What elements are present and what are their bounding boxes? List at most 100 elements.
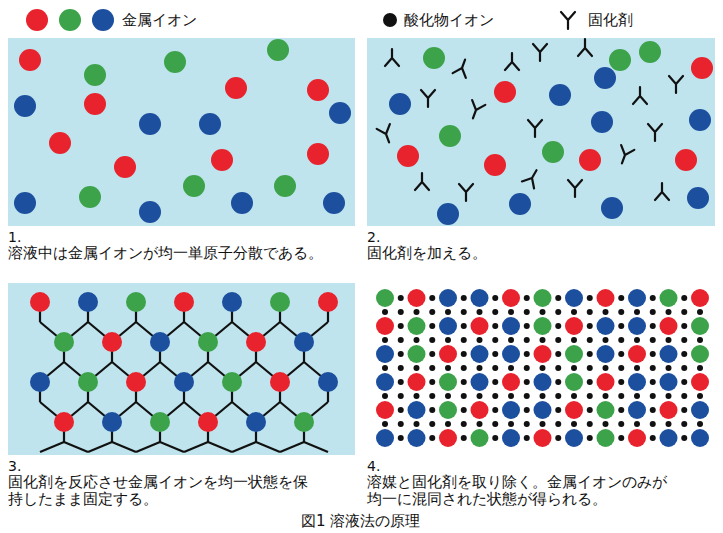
legend-sample xyxy=(26,9,48,31)
oxide-dot xyxy=(681,435,687,441)
oxide-dot xyxy=(477,365,483,371)
ion-dot xyxy=(565,317,583,335)
bond-line xyxy=(160,442,184,452)
solidifier-symbol xyxy=(533,44,547,61)
figure-caption: 図1 溶液法の原理 xyxy=(301,512,420,530)
stage-panel: 2.固化剤を加える。 xyxy=(367,38,715,262)
solidifier-symbol xyxy=(615,145,634,166)
oxide-dot xyxy=(382,421,388,427)
ion-dot xyxy=(542,141,564,163)
oxide-dot xyxy=(571,393,577,399)
oxide-dot xyxy=(634,393,640,399)
ion-dot xyxy=(628,345,646,363)
oxide-dot xyxy=(461,323,467,329)
ion-dot xyxy=(376,345,394,363)
oxide-dot xyxy=(650,323,656,329)
oxide-dot xyxy=(524,337,530,343)
oxide-dot xyxy=(429,379,435,385)
solidifier-symbol xyxy=(633,87,647,104)
ion-dot xyxy=(408,429,426,447)
bond-line xyxy=(112,442,136,452)
oxide-dot xyxy=(650,309,656,315)
ion-dot xyxy=(14,192,36,214)
ion-dot xyxy=(408,317,426,335)
ion-dot xyxy=(199,113,221,135)
ion-dot xyxy=(439,373,457,391)
ion-dot xyxy=(408,345,426,363)
oxide-dot xyxy=(540,337,546,343)
oxide-dot xyxy=(492,337,498,343)
bond-line xyxy=(304,442,328,452)
ion-dot xyxy=(628,401,646,419)
ion-dot xyxy=(198,332,218,352)
legend-label: 金属イオン xyxy=(122,11,197,29)
oxide-dot xyxy=(540,309,546,315)
ion-dot xyxy=(126,372,146,392)
oxide-dot xyxy=(681,337,687,343)
ion-dot xyxy=(534,373,552,391)
oxide-dot xyxy=(445,365,451,371)
oxide-dot xyxy=(524,295,530,301)
solidifier-symbol xyxy=(522,167,543,189)
step-caption: 溶液中は金属イオンが均一単原子分散である。 xyxy=(8,245,355,262)
oxide-dot xyxy=(461,365,467,371)
ion-dot xyxy=(471,373,489,391)
solidifier-symbol xyxy=(669,76,683,93)
panel-spacer xyxy=(367,283,715,458)
oxide-dot xyxy=(650,337,656,343)
oxide-dot xyxy=(477,337,483,343)
oxide-dot xyxy=(382,393,388,399)
oxide-dot xyxy=(618,421,624,427)
legend-label: 固化剤 xyxy=(588,11,633,29)
ion-dot xyxy=(78,372,98,392)
oxide-dot xyxy=(555,421,561,427)
solidifier-symbol xyxy=(466,100,485,121)
oxide-dot xyxy=(398,337,404,343)
legend-label: 酸化物イオン xyxy=(404,11,494,29)
oxide-dot xyxy=(650,407,656,413)
bond-line xyxy=(208,442,232,452)
ion-dot xyxy=(660,317,678,335)
panel-spacer xyxy=(8,38,355,229)
ion-dot xyxy=(471,289,489,307)
oxide-dot xyxy=(398,295,404,301)
ion-dot xyxy=(591,111,613,133)
oxide-dot xyxy=(618,365,624,371)
ion-dot xyxy=(439,429,457,447)
oxide-dot xyxy=(681,309,687,315)
ion-dot xyxy=(534,345,552,363)
oxide-dot xyxy=(429,407,435,413)
ion-dot xyxy=(139,201,161,223)
ion-dot xyxy=(502,345,520,363)
ion-dot xyxy=(579,149,601,171)
ion-dot xyxy=(439,125,461,147)
ion-dot xyxy=(198,412,218,432)
ion-dot xyxy=(471,317,489,335)
solidifier-symbol xyxy=(421,90,435,107)
oxide-dot xyxy=(681,379,687,385)
oxide-dot xyxy=(398,365,404,371)
oxide-dot xyxy=(634,337,640,343)
ion-dot xyxy=(691,57,713,79)
ion-dot xyxy=(660,429,678,447)
ion-dot xyxy=(660,289,678,307)
ion-dot xyxy=(211,149,233,171)
oxide-dot xyxy=(618,295,624,301)
ion-dot xyxy=(597,317,615,335)
oxide-dot xyxy=(477,393,483,399)
oxide-dot xyxy=(508,309,514,315)
ion-dot xyxy=(183,175,205,197)
oxide-dot xyxy=(429,365,435,371)
ion-dot xyxy=(597,429,615,447)
oxide-dot xyxy=(587,323,593,329)
ion-dot xyxy=(628,289,646,307)
oxide-dot xyxy=(524,435,530,441)
ion-dot xyxy=(30,372,50,392)
solidifier-symbol xyxy=(505,53,519,70)
oxide-dot xyxy=(681,421,687,427)
oxide-dot xyxy=(555,295,561,301)
ion-dot xyxy=(54,332,74,352)
oxide-dot xyxy=(697,365,703,371)
oxide-dot xyxy=(445,393,451,399)
step-number: 1. xyxy=(8,229,355,245)
